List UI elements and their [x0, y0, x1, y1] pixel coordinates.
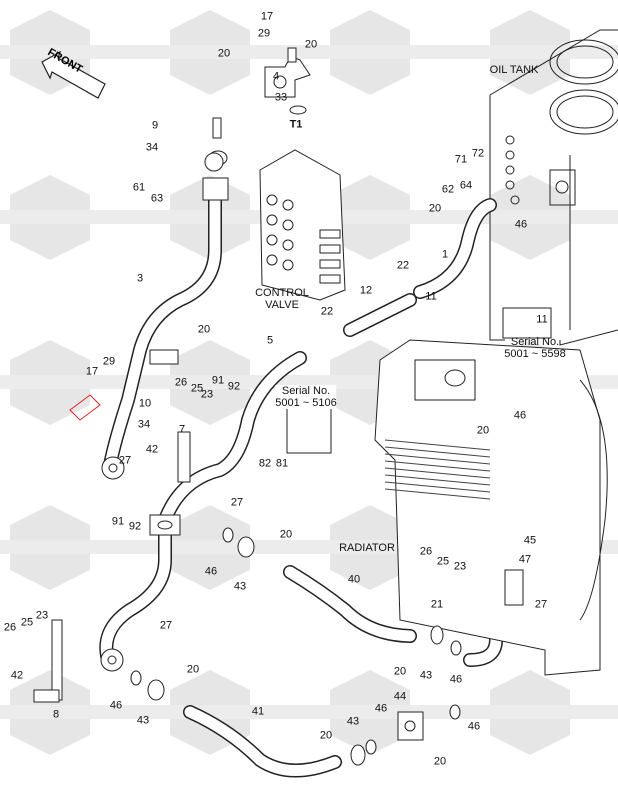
part-callout: 44 [393, 690, 407, 703]
part-callout: 26 [174, 376, 188, 389]
part-callout: 43 [233, 580, 247, 593]
part-callout: 46 [467, 720, 481, 733]
part-callout: 11 [425, 290, 437, 303]
serial-note-2-range: 5001 ~ 5106 [275, 397, 337, 409]
part-callout: 22 [396, 259, 410, 272]
part-callout: 46 [204, 565, 218, 578]
part-callout: 7 [178, 423, 186, 436]
part-callout: 10 [138, 397, 152, 410]
part-callout: 21 [430, 598, 444, 611]
part-callout: 46 [513, 409, 527, 422]
part-callout: 27 [159, 619, 173, 632]
part-callout: 25 [190, 382, 204, 395]
part-callout: 61 [132, 181, 146, 194]
part-callout: 23 [35, 609, 49, 622]
part-callout: 20 [186, 663, 200, 676]
serial-note-1-range: 5001 ~ 5598 [504, 348, 566, 360]
part-callout: 34 [145, 141, 159, 154]
part-callout: 22 [320, 305, 334, 318]
part-callout: 20 [476, 424, 490, 437]
part-callout: 5 [266, 334, 274, 347]
part-callout: 27 [230, 496, 244, 509]
control-valve-label: CONTROL VALVE [255, 287, 309, 311]
part-callout: 20 [197, 323, 211, 336]
part-callout: 23 [200, 388, 214, 401]
part-callout: 43 [419, 669, 433, 682]
part-callout: 41 [251, 705, 265, 718]
part-callout: 71 [454, 153, 468, 166]
serial-note-2-title: Serial No. [281, 385, 331, 397]
part-callout: 20 [319, 729, 333, 742]
port-label-t1: T1 [289, 118, 303, 131]
part-callout: 20 [279, 528, 293, 541]
radiator [374, 339, 608, 676]
part-callout: 25 [436, 555, 450, 568]
part-callout: 91 [211, 374, 225, 387]
part-callout: 9 [151, 119, 159, 132]
serial-inset-2 [286, 402, 332, 454]
serial-note-2: Serial No. 5001 ~ 5106 [275, 385, 337, 409]
part-callout: 43 [136, 714, 150, 727]
control-valve-label-line2: VALVE [265, 299, 299, 311]
part-callout: 62 [441, 183, 455, 196]
part-callout: 34 [137, 418, 151, 431]
part-callout: 92 [128, 520, 142, 533]
part-callout: 46 [374, 702, 388, 715]
serial-note-1: Serial No. 5001 ~ 5598 [504, 336, 565, 360]
pipes [99, 178, 503, 778]
part-callout: 33 [274, 91, 288, 104]
part-callout: 42 [145, 443, 159, 456]
part-callout: 8 [52, 708, 60, 721]
part-callout: 29 [257, 27, 271, 40]
part-callout: 43 [346, 715, 360, 728]
part-callout: 81 [275, 457, 289, 470]
part-callout: 64 [459, 179, 473, 192]
part-callout: 11 [536, 313, 548, 326]
radiator-label: RADIATOR [339, 542, 395, 554]
part-callout: 20 [393, 665, 407, 678]
part-callout: 82 [258, 457, 272, 470]
part-callout: 29 [102, 355, 116, 368]
part-callout: 23 [453, 560, 467, 573]
serial-inset-1 [502, 307, 552, 339]
part-callout: 25 [20, 616, 34, 629]
oil-tank [489, 29, 618, 346]
part-callout: 27 [118, 454, 132, 467]
part-callout: 42 [10, 669, 24, 682]
part-callout: 26 [3, 621, 17, 634]
part-callout: 3 [136, 272, 144, 285]
part-callout: 17 [260, 10, 274, 23]
part-callout: 27 [534, 598, 548, 611]
part-callout: 40 [347, 573, 361, 586]
part-callout: 92 [227, 380, 241, 393]
part-callout: 12 [359, 284, 373, 297]
part-callout: 72 [471, 147, 485, 160]
part-callout: 4 [272, 70, 280, 83]
part-callout: 46 [109, 699, 123, 712]
part-callout: 1 [441, 248, 449, 261]
part-callout: 63 [150, 192, 164, 205]
part-callout: 45 [523, 534, 537, 547]
part-callout: 46 [514, 218, 528, 231]
part-callout: 91 [111, 515, 125, 528]
part-callout: 26 [419, 545, 433, 558]
control-valve-label-line1: CONTROL [255, 287, 309, 299]
part-callout: 20 [433, 755, 447, 768]
part-callout: 17 [85, 365, 99, 378]
part-callout: 47 [518, 553, 532, 566]
part-callout: 20 [304, 38, 318, 51]
part-callout: 46 [449, 673, 463, 686]
serial-note-1-title: Serial No. [510, 336, 560, 348]
part-callout: 20 [217, 47, 231, 60]
part-callout: 20 [428, 202, 442, 215]
fittings [33, 152, 462, 766]
oil-tank-label: OIL TANK [489, 64, 539, 76]
front-arrow-icon [41, 50, 106, 99]
control-valve [259, 149, 346, 301]
